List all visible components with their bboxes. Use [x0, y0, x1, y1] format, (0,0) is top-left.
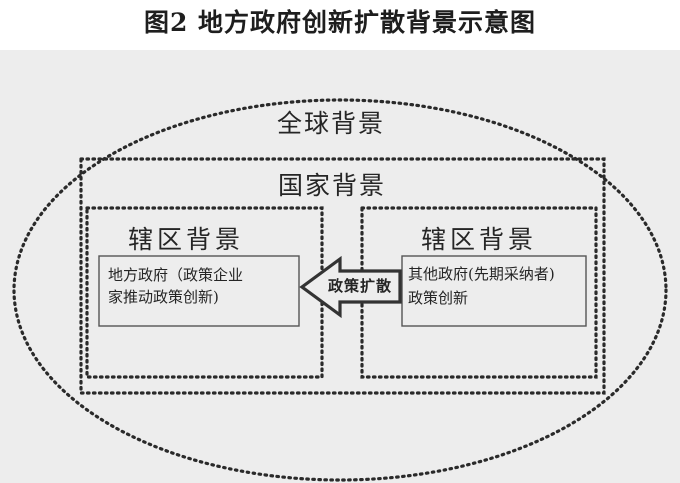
- global-context-ellipse: [12, 98, 668, 482]
- national-context-box: [79, 157, 606, 395]
- jurisdiction-right-label: 辖区背景: [421, 225, 538, 254]
- local-government-line-2: 家推动政策创新): [108, 288, 219, 306]
- global-context-label: 全球背景: [277, 109, 386, 138]
- other-government-line-2: 政策创新: [408, 289, 469, 307]
- local-government-box: [98, 255, 300, 327]
- other-government-text: 其他政府(先期采纳者) 政策创新: [408, 262, 588, 310]
- other-government-box: [401, 255, 587, 327]
- figure-title: 图2 地方政府创新扩散背景示意图: [143, 8, 537, 37]
- local-government-line-1: 地方政府（政策企业: [108, 266, 244, 284]
- local-government-text: 地方政府（政策企业 家推动政策创新): [108, 264, 294, 308]
- national-context-label: 国家背景: [278, 171, 387, 200]
- jurisdiction-left-label: 辖区背景: [128, 225, 245, 254]
- other-government-line-1: 其他政府(先期采纳者): [408, 265, 555, 283]
- diffusion-arrow-label: 政策扩散: [328, 277, 393, 295]
- diffusion-arrow-shape: [299, 255, 402, 319]
